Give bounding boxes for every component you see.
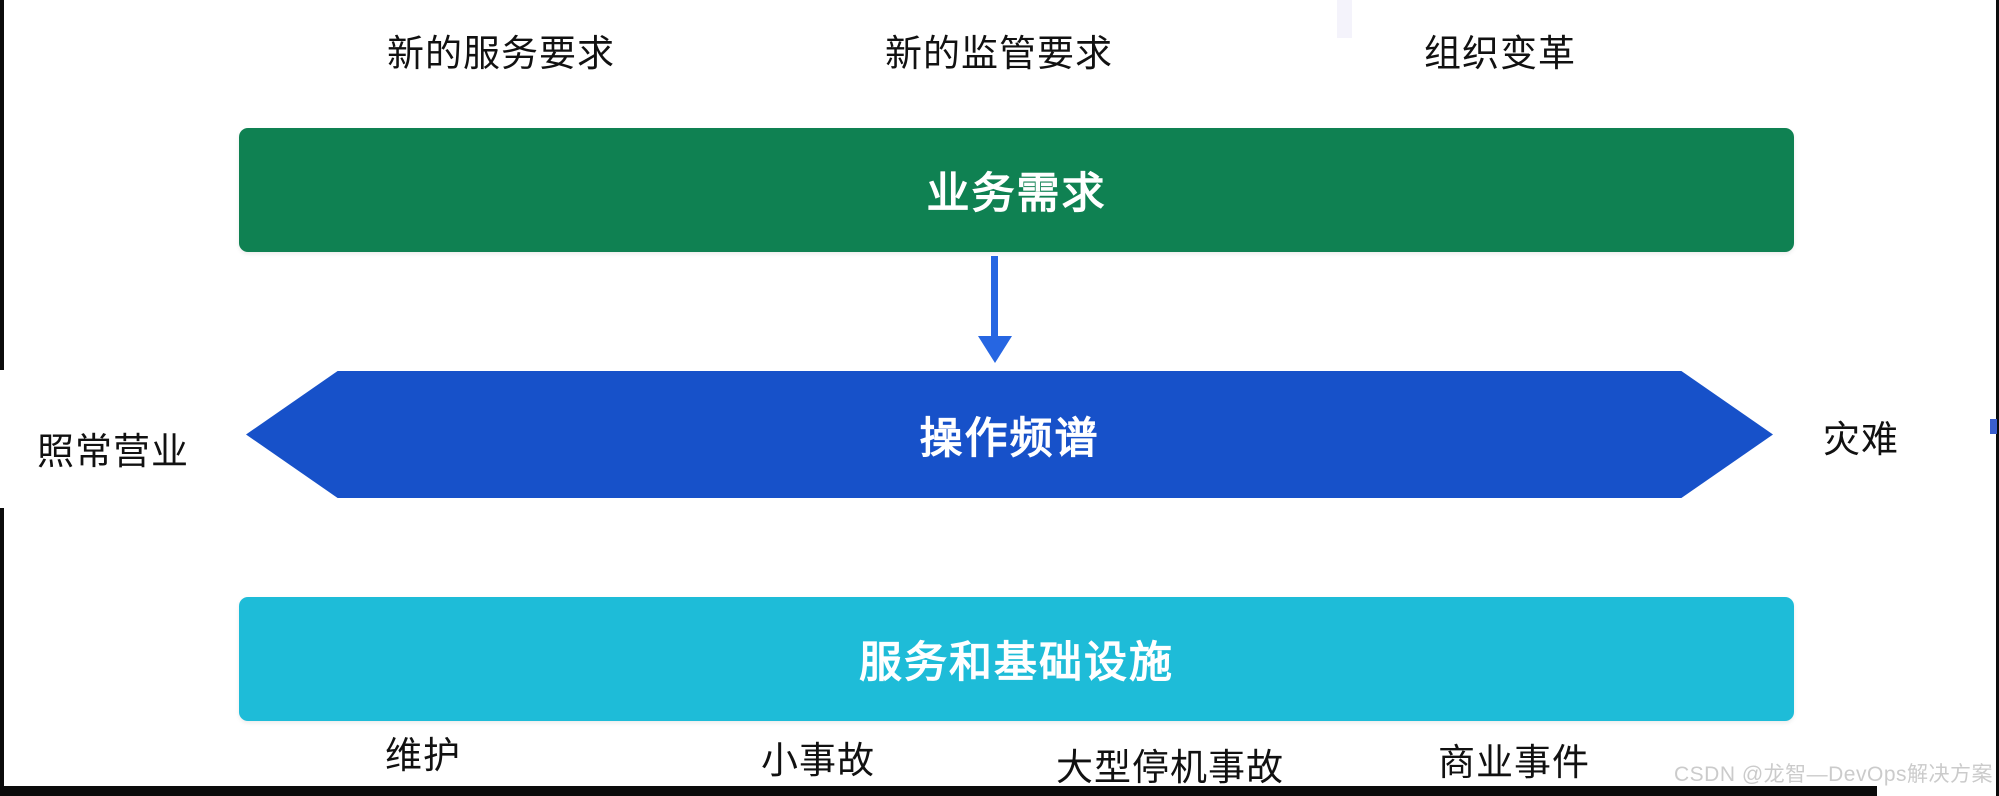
bottom-label-major-outage: 大型停机事故	[1056, 747, 1284, 788]
down-arrow-shaft	[991, 256, 998, 338]
bottom-label-business-event: 商业事件	[1438, 742, 1590, 783]
services-infrastructure-label: 服务和基础设施	[859, 639, 1174, 687]
bottom-label-minor-incident: 小事故	[761, 740, 875, 781]
down-arrow-head-icon	[978, 336, 1012, 363]
services-infrastructure-bar: 服务和基础设施	[239, 597, 1794, 721]
bottom-border-bar	[0, 786, 1877, 796]
business-requirements-label: 业务需求	[926, 170, 1107, 218]
side-label-business-as-usual: 照常营业	[37, 431, 189, 472]
right-border	[1996, 0, 1999, 796]
top-label-new-service-requirements: 新的服务要求	[387, 33, 615, 74]
top-faint-strip-artifact	[1337, 0, 1352, 38]
side-label-disaster: 灾难	[1823, 419, 1899, 460]
left-border-top-segment	[0, 0, 4, 370]
csdn-watermark: CSDN @龙智—DevOps解决方案	[1673, 763, 1993, 786]
top-label-new-regulatory-requirements: 新的监管要求	[885, 33, 1113, 74]
right-edge-arrow-fragment	[1990, 419, 1997, 434]
top-label-organizational-change: 组织变革	[1424, 33, 1576, 74]
left-border-bottom-segment	[0, 508, 4, 796]
business-requirements-bar: 业务需求	[239, 128, 1794, 252]
bottom-label-maintenance: 维护	[385, 735, 461, 776]
operating-spectrum-label: 操作频谱	[919, 414, 1100, 463]
operating-spectrum-arrow: 操作频谱	[246, 371, 1773, 498]
